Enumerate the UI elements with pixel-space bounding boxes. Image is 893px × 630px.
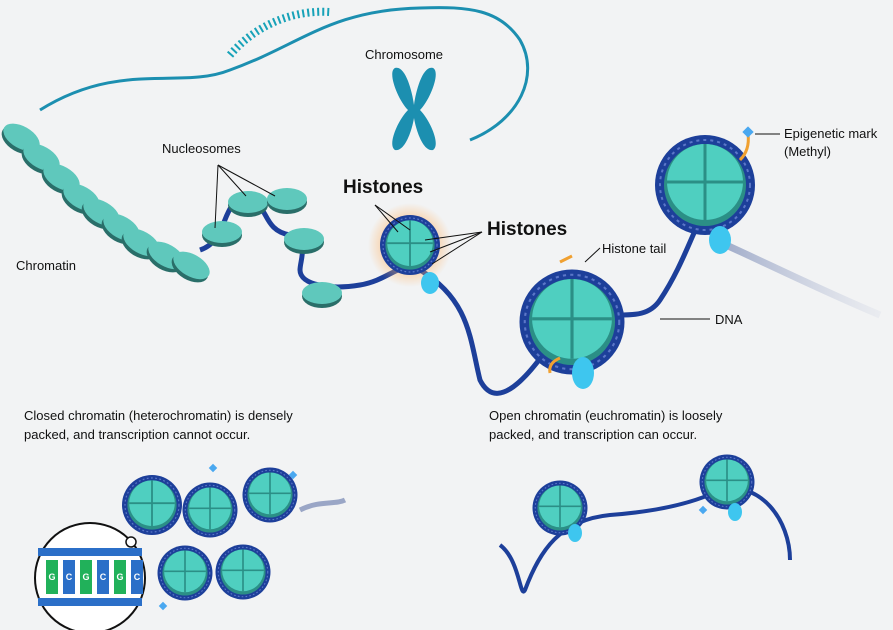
dna-strand xyxy=(198,197,703,396)
chromosome-shape xyxy=(392,67,436,151)
leader-lines xyxy=(214,133,780,320)
dna-base: C xyxy=(131,560,143,594)
open-chromatin xyxy=(498,453,792,594)
chromatin-thread-coil xyxy=(226,7,331,58)
dna-base: G xyxy=(114,560,126,594)
label-histone-tail: Histone tail xyxy=(602,241,667,256)
label-histones-right: Histones xyxy=(487,219,568,240)
dna-tail-fade xyxy=(713,236,882,319)
caption-closed-chromatin: Closed chromatin (heterochromatin) is de… xyxy=(24,408,293,442)
label-chromosome: Chromosome xyxy=(365,47,444,62)
small-nucleosomes xyxy=(202,188,342,308)
dna-base: C xyxy=(63,560,75,594)
dna-base: G xyxy=(46,560,58,594)
chromatin-thread xyxy=(39,6,530,142)
highlighted-nucleosome xyxy=(379,214,441,276)
caption-open-chromatin: Open chromatin (euchromatin) is loosely … xyxy=(489,408,723,442)
label-dna: DNA xyxy=(715,312,743,327)
dna-base: G xyxy=(80,560,92,594)
label-histones-top: Histones xyxy=(343,177,424,198)
histone-tail-indicator xyxy=(559,254,573,264)
closed-chromatin-cluster xyxy=(121,463,347,611)
label-chromatin: Chromatin xyxy=(16,258,76,273)
dna-base-row: G C G C G C xyxy=(46,560,143,594)
large-nucleosome-1 xyxy=(517,267,627,377)
large-nucleosome-2 xyxy=(653,133,757,237)
label-epigenetic-mark: Epigenetic mark xyxy=(784,126,878,141)
dna-base: C xyxy=(97,560,109,594)
methyl-mark xyxy=(742,126,754,138)
label-nucleosomes: Nucleosomes xyxy=(162,141,241,156)
histone-tail-blob xyxy=(421,272,439,294)
label-epigenetic-mark-sub: (Methyl) xyxy=(784,144,831,159)
